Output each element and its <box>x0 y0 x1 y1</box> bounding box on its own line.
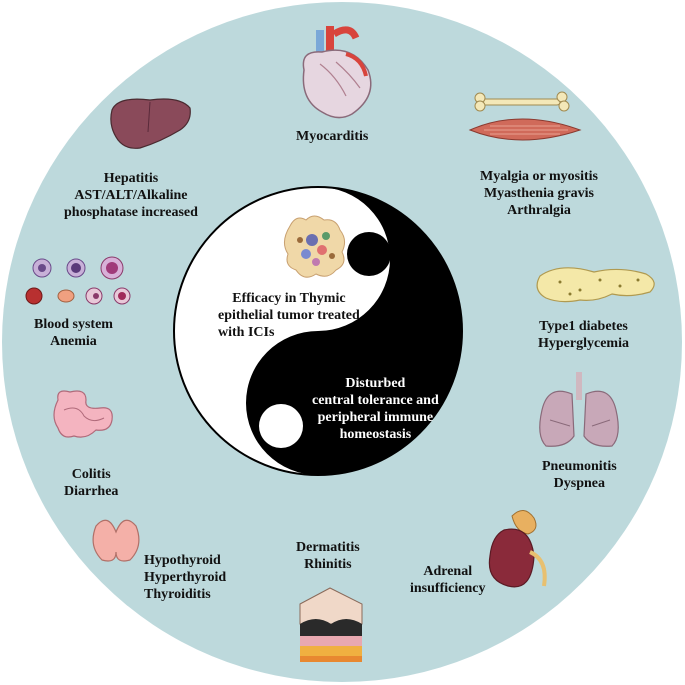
label-line: AST/ALT/Alkaline <box>74 188 188 203</box>
yin-text-line: homeostasis <box>339 427 412 442</box>
yin-text-line: Disturbed <box>345 376 406 391</box>
label-line: Arthralgia <box>507 203 571 218</box>
label-line: Hypothyroid <box>144 553 221 568</box>
label-line: phosphatase increased <box>64 205 198 220</box>
label-line: Diarrhea <box>64 484 119 499</box>
yang-text-line: epithelial tumor treated <box>218 308 360 323</box>
yin-text-line: peripheral immune <box>317 410 434 425</box>
label-line: Dermatitis <box>296 540 360 555</box>
yin-dot <box>347 232 391 276</box>
label-heart: Myocarditis <box>296 128 368 145</box>
yin-yang-symbol <box>173 186 463 476</box>
label-line: Myasthenia gravis <box>483 186 595 201</box>
yin-text-line: central tolerance and <box>312 393 439 408</box>
label-skin: Dermatitis Rhinitis <box>296 539 360 573</box>
yang-text-line: with ICIs <box>218 325 275 340</box>
label-line: Blood system <box>34 317 113 332</box>
label-line: Adrenal <box>423 564 473 579</box>
label-line: Colitis <box>71 467 111 482</box>
label-line: Myalgia or myositis <box>480 169 598 184</box>
label-muscle: Myalgia or myositis Myasthenia gravis Ar… <box>480 168 598 219</box>
label-line: Hyperglycemia <box>538 336 629 351</box>
blood-cells-icon <box>25 256 131 305</box>
label-pancreas: Type1 diabetes Hyperglycemia <box>538 318 629 352</box>
thymic-tumor-icon <box>284 215 346 278</box>
label-colon: Colitis Diarrhea <box>64 466 118 500</box>
intestine-icon <box>53 390 113 438</box>
thyroid-icon <box>92 519 140 562</box>
label-adrenal: Adrenal insufficiency <box>410 563 485 597</box>
bone-muscle-icon <box>468 91 582 141</box>
lungs-icon <box>539 372 619 447</box>
label-line: Type1 diabetes <box>539 319 628 334</box>
label-line: Dyspnea <box>553 476 606 491</box>
label-line: Anemia <box>50 334 97 349</box>
yin-text: Disturbed central tolerance and peripher… <box>312 375 439 443</box>
label-liver: Hepatitis AST/ALT/Alkaline phosphatase i… <box>64 170 198 221</box>
label-lung: Pneumonitis Dyspnea <box>542 458 617 492</box>
kidney-adrenal-icon <box>488 510 547 588</box>
pancreas-icon <box>536 267 655 303</box>
yang-text-line: Efficacy in Thymic <box>232 291 346 306</box>
skin-layers-icon <box>299 587 363 662</box>
liver-icon <box>110 98 191 149</box>
label-line: Hyperthyroid <box>144 570 227 585</box>
label-line: insufficiency <box>410 581 486 596</box>
yang-text: Efficacy in Thymic epithelial tumor trea… <box>218 290 360 341</box>
label-line: Myocarditis <box>296 129 369 144</box>
heart-icon <box>302 26 372 119</box>
label-line: Pneumonitis <box>542 459 617 474</box>
label-line: Hepatitis <box>103 171 159 186</box>
label-thyroid: Hypothyroid Hyperthyroid Thyroiditis <box>144 552 226 603</box>
yang-dot <box>259 404 303 448</box>
label-line: Rhinitis <box>304 557 352 572</box>
label-line: Thyroiditis <box>144 587 211 602</box>
label-blood: Blood system Anemia <box>34 316 113 350</box>
